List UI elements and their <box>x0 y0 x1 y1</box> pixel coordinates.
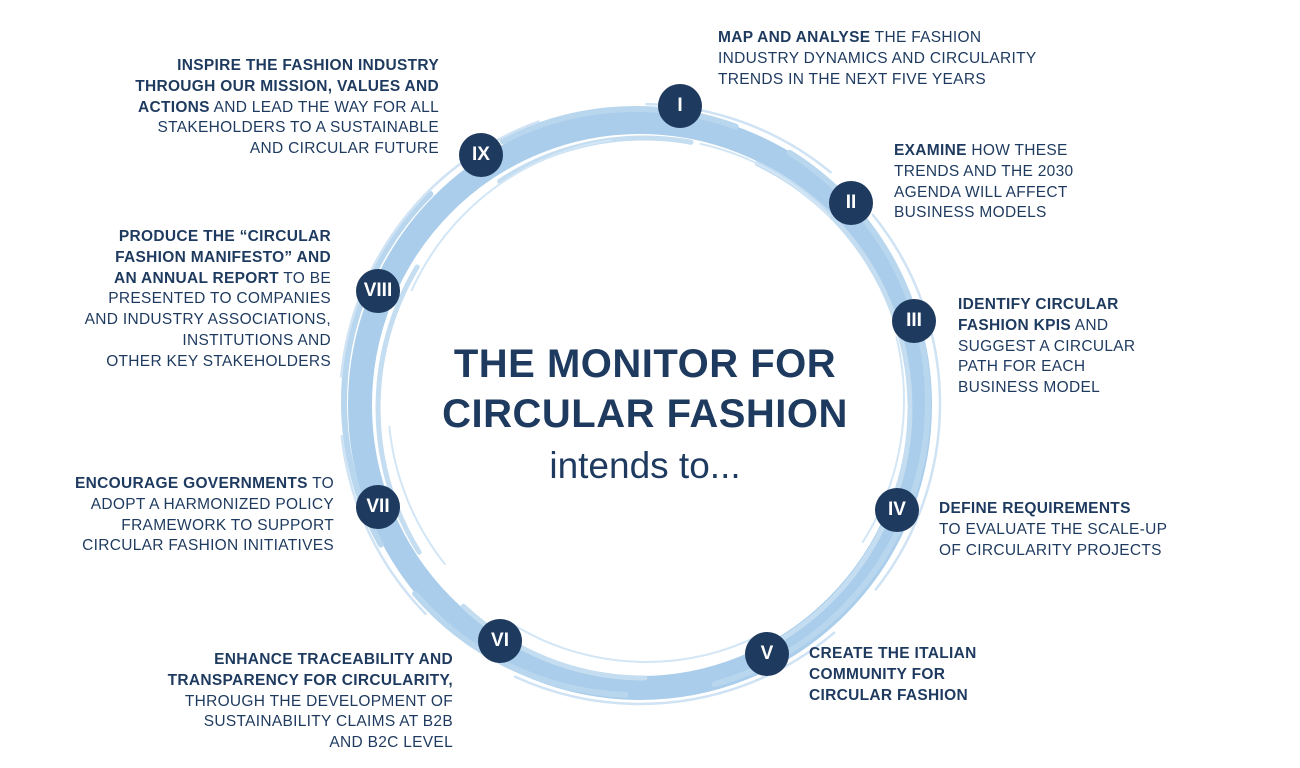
diagram-title-line-1: THE MONITOR FOR <box>453 342 837 386</box>
item-vi-text: ENHANCE TRACEABILITY AND TRANSPARENCY FO… <box>167 651 453 752</box>
item-vii-text: ENCOURAGE GOVERNMENTS TO ADOPT A HARMONI… <box>75 475 334 555</box>
badge-vi: VI <box>478 619 522 663</box>
diagram-subtitle: intends to... <box>549 445 741 486</box>
item-v-text: CREATE THE ITALIAN COMMUNITY FOR CIRCULA… <box>809 645 977 704</box>
item-i-text: MAP AND ANALYSE THE FASHION INDUSTRY DYN… <box>718 29 1037 88</box>
badge-i: I <box>658 84 702 128</box>
badge-ix: IX <box>459 133 503 177</box>
item-iii-text: IDENTIFY CIRCULAR FASHION KPIs AND SUGGE… <box>958 296 1136 397</box>
item-ii-text: EXAMINE HOW THESE TRENDS AND THE 2030 AG… <box>894 142 1074 222</box>
item-ix-text: INSPIRE THE FASHION INDUSTRY THROUGH OUR… <box>135 57 439 158</box>
item-viii-text: PRODUCE THE “CIRCULAR FASHION MANIFESTO”… <box>84 228 331 370</box>
badge-viii: VIII <box>356 269 400 313</box>
badge-iv: IV <box>875 488 919 532</box>
badge-vii: VII <box>356 485 400 529</box>
item-iv-text: DEFINE REQUIREMENTS TO EVALUATE THE SCAL… <box>939 500 1168 559</box>
badge-iii: III <box>892 299 936 343</box>
diagram-title-line-2: CIRCULAR FASHION <box>442 392 848 436</box>
badge-ii: II <box>829 181 873 225</box>
badge-v: V <box>745 632 789 676</box>
